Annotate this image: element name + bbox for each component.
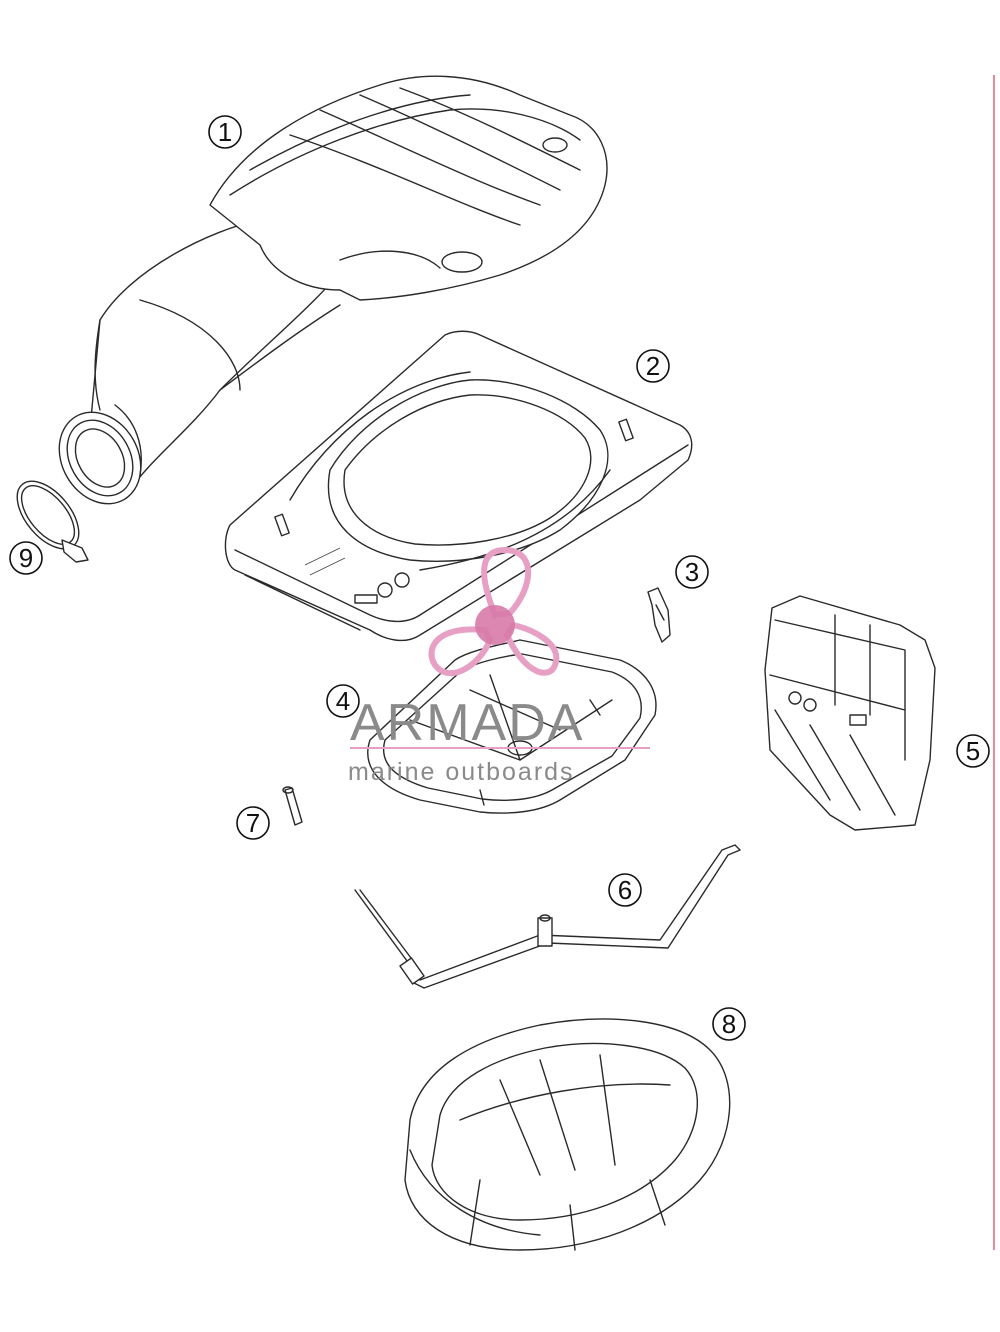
callout-9: 9 bbox=[9, 541, 43, 575]
part-2-base-plate bbox=[224, 330, 693, 642]
callout-7: 7 bbox=[236, 806, 270, 840]
callout-1: 1 bbox=[208, 115, 242, 149]
watermark-title: ARMADA bbox=[350, 694, 584, 752]
callout-4: 4 bbox=[326, 684, 360, 718]
svg-text:3: 3 bbox=[685, 557, 699, 587]
propeller-blade-right bbox=[503, 621, 560, 676]
part-9-hose-clamp bbox=[16, 480, 89, 563]
svg-text:9: 9 bbox=[19, 543, 33, 573]
watermark-subtitle: marine outboards bbox=[348, 758, 575, 786]
part-5-side-housing bbox=[764, 595, 936, 831]
callout-8: 8 bbox=[712, 1007, 746, 1041]
callout-2: 2 bbox=[636, 349, 670, 383]
svg-text:1: 1 bbox=[218, 117, 232, 147]
svg-text:7: 7 bbox=[246, 808, 260, 838]
part-1-intake-cover bbox=[58, 75, 608, 505]
svg-text:8: 8 bbox=[722, 1009, 736, 1039]
propeller-blade-left bbox=[428, 626, 494, 677]
svg-text:6: 6 bbox=[618, 875, 632, 905]
part-3-clip bbox=[647, 587, 671, 643]
svg-text:4: 4 bbox=[336, 686, 350, 716]
part-6-linkage-rod bbox=[354, 844, 741, 989]
propeller-logo bbox=[428, 546, 560, 677]
propeller-blade-top bbox=[481, 546, 532, 619]
propeller-hub bbox=[475, 605, 515, 645]
part-8-bowl bbox=[404, 1018, 731, 1251]
part-7-pin bbox=[282, 786, 303, 826]
part-4-tray bbox=[367, 639, 657, 814]
callout-3: 3 bbox=[675, 555, 709, 589]
callout-6: 6 bbox=[608, 873, 642, 907]
svg-text:2: 2 bbox=[646, 351, 660, 381]
armada-watermark: ARMADA marine outboards bbox=[348, 546, 650, 786]
callout-5: 5 bbox=[956, 734, 990, 768]
svg-text:5: 5 bbox=[966, 736, 980, 766]
